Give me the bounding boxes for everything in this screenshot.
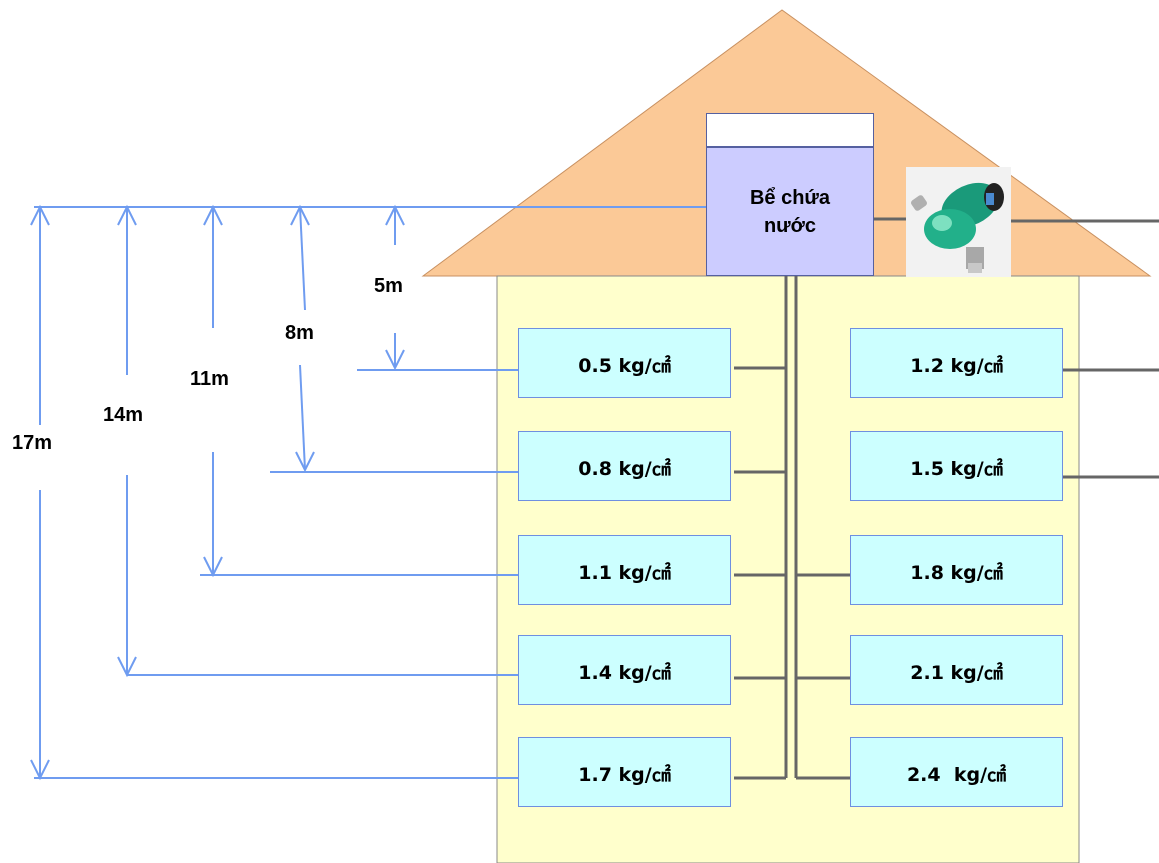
height-label-11m: 11m (190, 368, 229, 390)
height-label-17m: 17m (12, 432, 53, 454)
floor-box-right-3: 1.8 kg/㎠ (850, 535, 1063, 605)
pressure-value: 1.1 kg/㎠ (578, 562, 671, 584)
pressure-value: 1.4 kg/㎠ (578, 662, 671, 684)
pressure-value: 1.2 kg/㎠ (910, 355, 1003, 377)
pressure-value: 1.7 kg/㎠ (578, 764, 671, 786)
floor-box-left-1: 0.5 kg/㎠ (518, 328, 731, 398)
tank-label: Bể chứa nước (707, 184, 873, 240)
floor-box-right-2: 1.5 kg/㎠ (850, 431, 1063, 501)
floor-box-left-4: 1.4 kg/㎠ (518, 635, 731, 705)
floor-box-right-5: 2.4 kg/㎠ (850, 737, 1063, 807)
floor-box-left-3: 1.1 kg/㎠ (518, 535, 731, 605)
pressure-value: 0.8 kg/㎠ (578, 458, 671, 480)
pressure-value: 2.4 kg/㎠ (906, 764, 1007, 786)
floor-box-right-1: 1.2 kg/㎠ (850, 328, 1063, 398)
pressure-value: 2.1 kg/㎠ (910, 662, 1003, 684)
floor-box-left-5: 1.7 kg/㎠ (518, 737, 731, 807)
pressure-value: 1.5 kg/㎠ (910, 458, 1003, 480)
height-label-14m: 14m (103, 404, 144, 426)
supply-pipes (734, 217, 1159, 780)
pressure-value: 0.5 kg/㎠ (578, 355, 671, 377)
floor-box-right-4: 2.1 kg/㎠ (850, 635, 1063, 705)
water-pump-icon (906, 167, 1011, 277)
tank-lid (706, 113, 874, 147)
pressure-value: 1.8 kg/㎠ (910, 562, 1003, 584)
height-label-5m: 5m (374, 275, 403, 297)
water-tank: Bể chứa nước (706, 147, 874, 276)
height-label-8m: 8m (285, 322, 314, 344)
dimension-lines (30, 204, 706, 781)
floor-box-left-2: 0.8 kg/㎠ (518, 431, 731, 501)
tank-label-line2: nước (763, 215, 817, 237)
tank-label-line1: Bể chứa (749, 187, 831, 209)
